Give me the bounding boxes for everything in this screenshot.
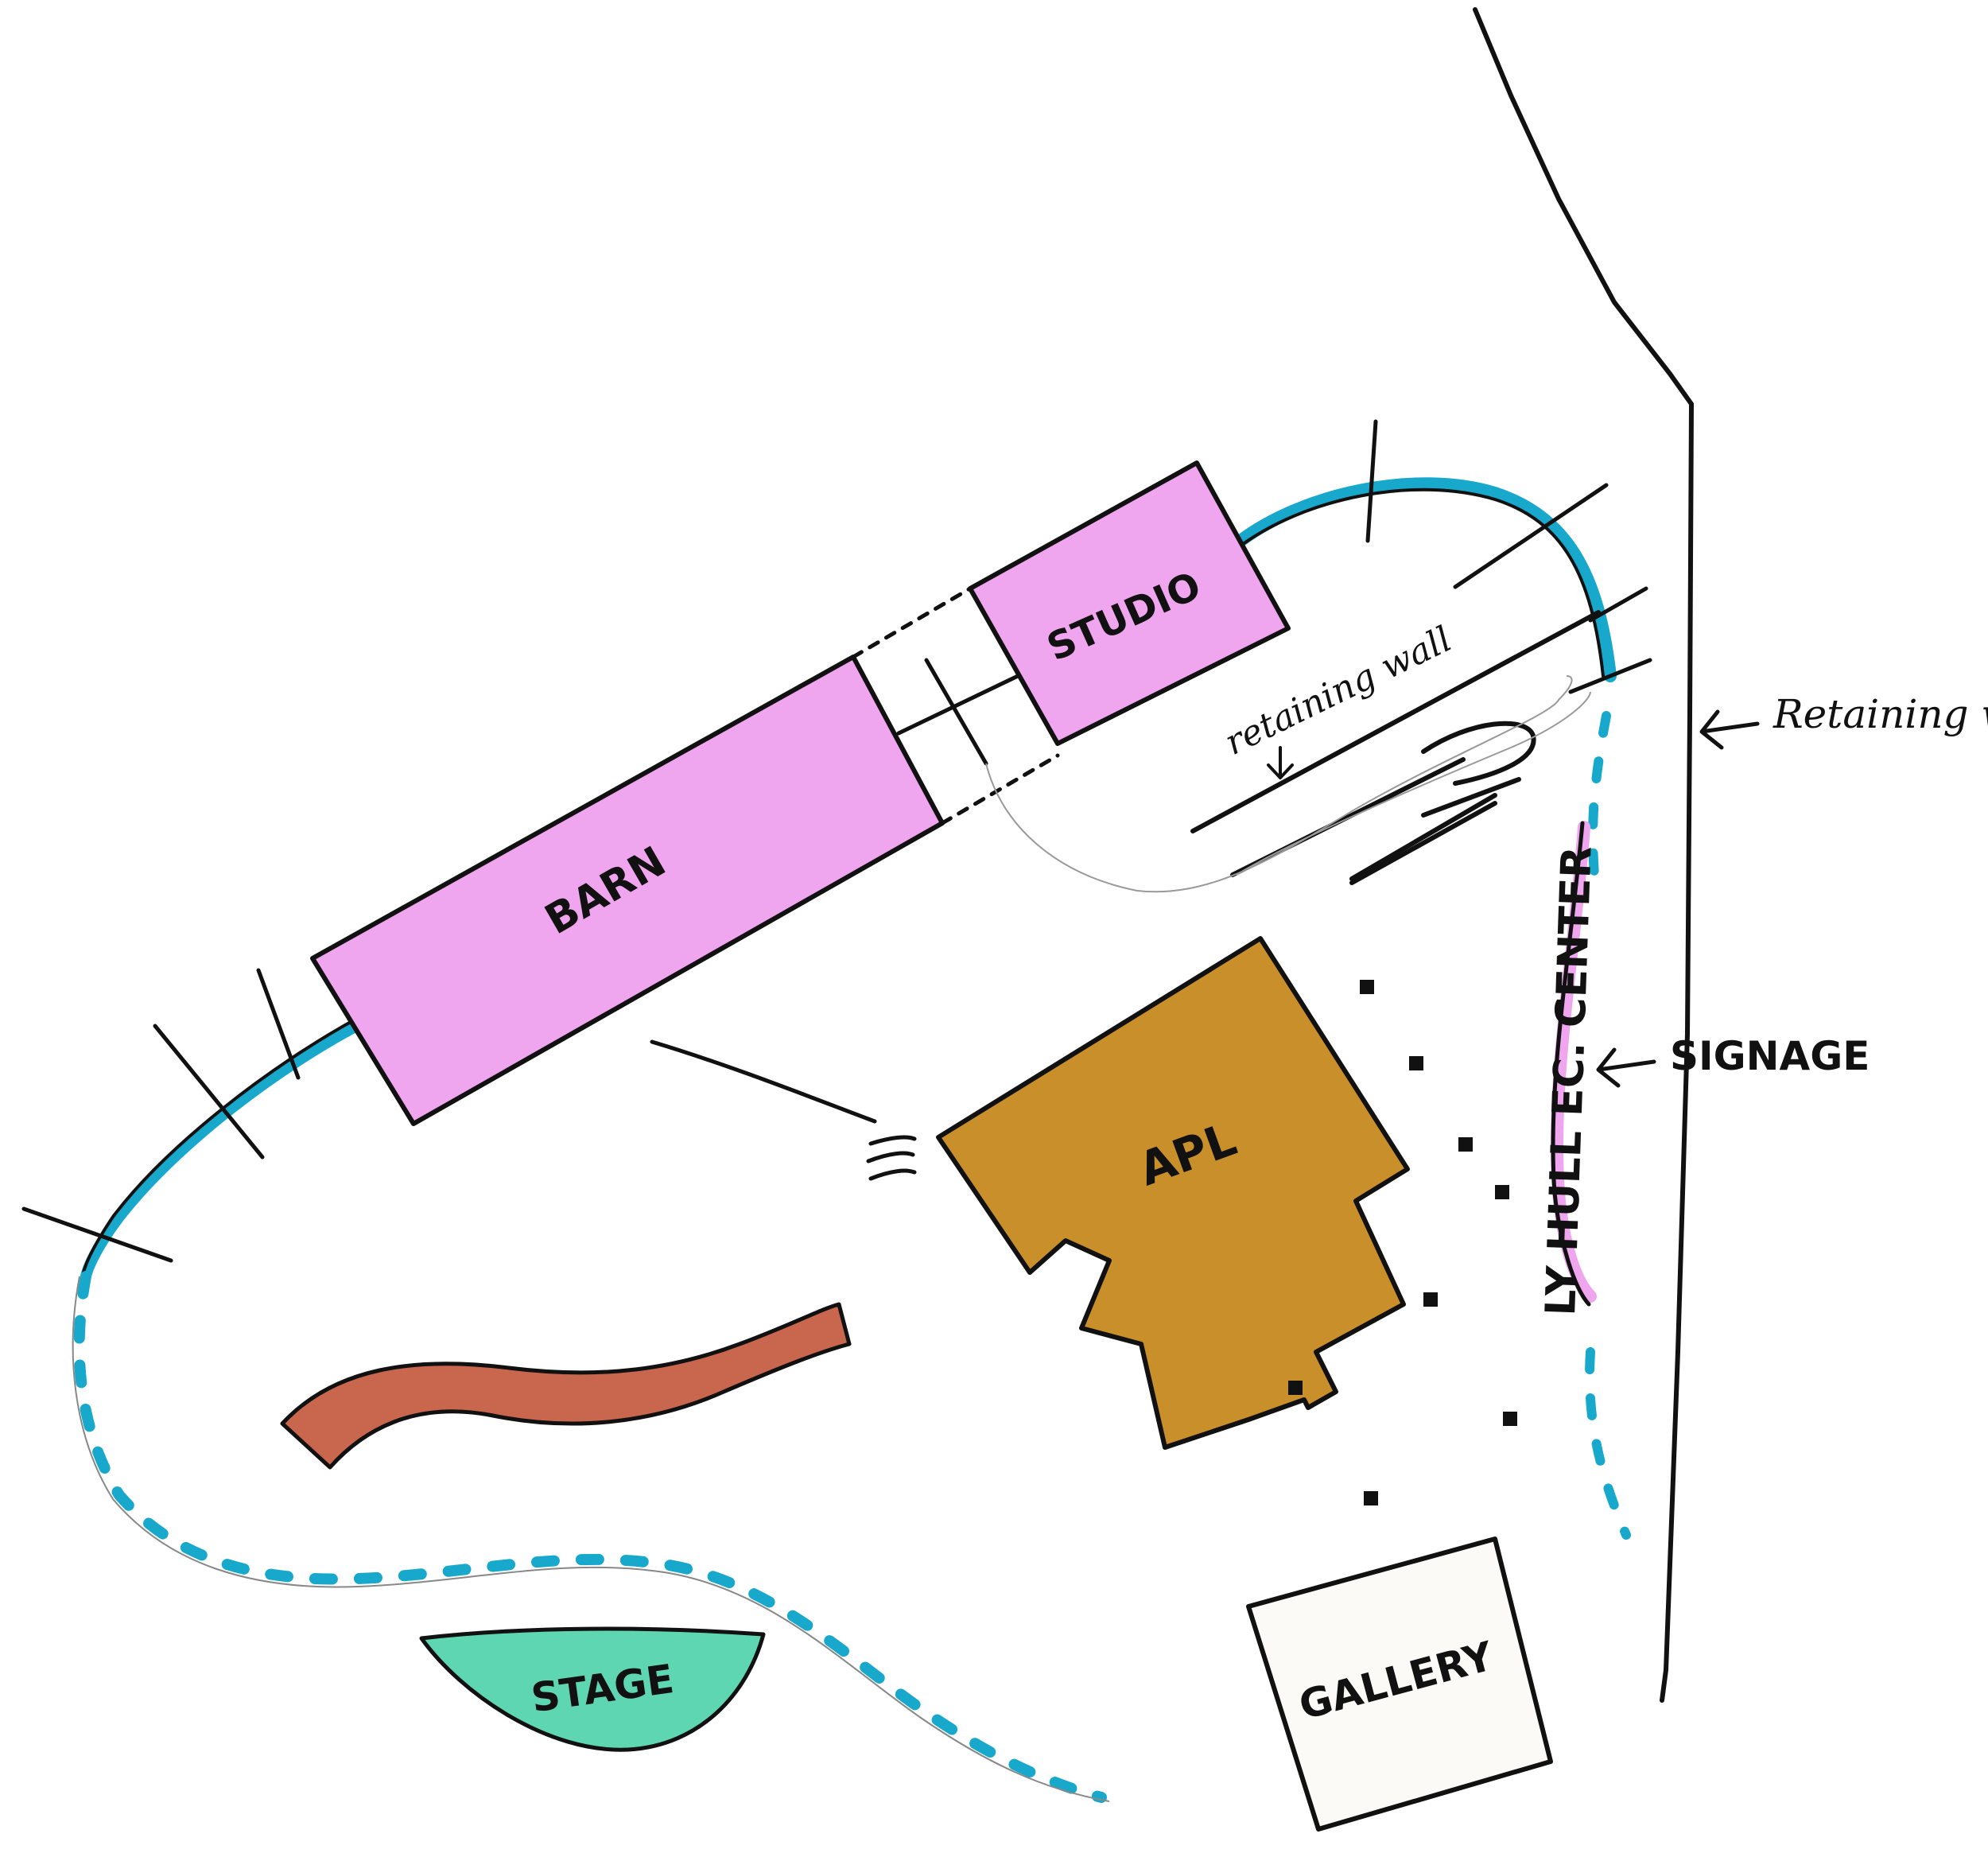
edge-line-near-barn bbox=[650, 1039, 877, 1124]
path-west-curve-outline bbox=[81, 1016, 359, 1278]
path-south-thin bbox=[72, 1276, 1110, 1802]
gate-markers bbox=[21, 419, 1652, 1263]
path-west-curve bbox=[80, 1015, 373, 1282]
ramp-thin-line-2 bbox=[1236, 691, 1591, 876]
retaining-wall-right-label: Retaining wall bbox=[1773, 691, 1988, 737]
signage-label: SIGNAGE bbox=[1670, 1033, 1870, 1079]
road-line bbox=[1660, 402, 1694, 1703]
signage-text: LY HULL EC. CENTER bbox=[1537, 845, 1602, 1316]
signage-strip bbox=[1550, 821, 1597, 1303]
column-dots bbox=[1288, 980, 1517, 1505]
gallery-building bbox=[1246, 1536, 1553, 1832]
road-edge-line bbox=[1473, 7, 1694, 406]
apl-building bbox=[936, 936, 1410, 1450]
signage-arrow bbox=[1596, 1047, 1656, 1088]
stage-area bbox=[419, 1626, 766, 1752]
studio-building bbox=[968, 460, 1291, 746]
path-east-dashed bbox=[1585, 711, 1631, 1540]
path-south-dashed bbox=[73, 1271, 1107, 1803]
walking-path bbox=[280, 1302, 852, 1470]
signage-strip-outline bbox=[1551, 821, 1591, 1307]
retaining-wall-inner-arrow bbox=[1267, 746, 1294, 779]
path-north-curve-outline bbox=[1235, 488, 1605, 678]
retaining-wall-right-arrow bbox=[1699, 709, 1760, 750]
barn-studio-connector bbox=[851, 586, 1060, 826]
path-north-curve bbox=[1234, 477, 1617, 682]
steps-marker bbox=[866, 1135, 917, 1181]
